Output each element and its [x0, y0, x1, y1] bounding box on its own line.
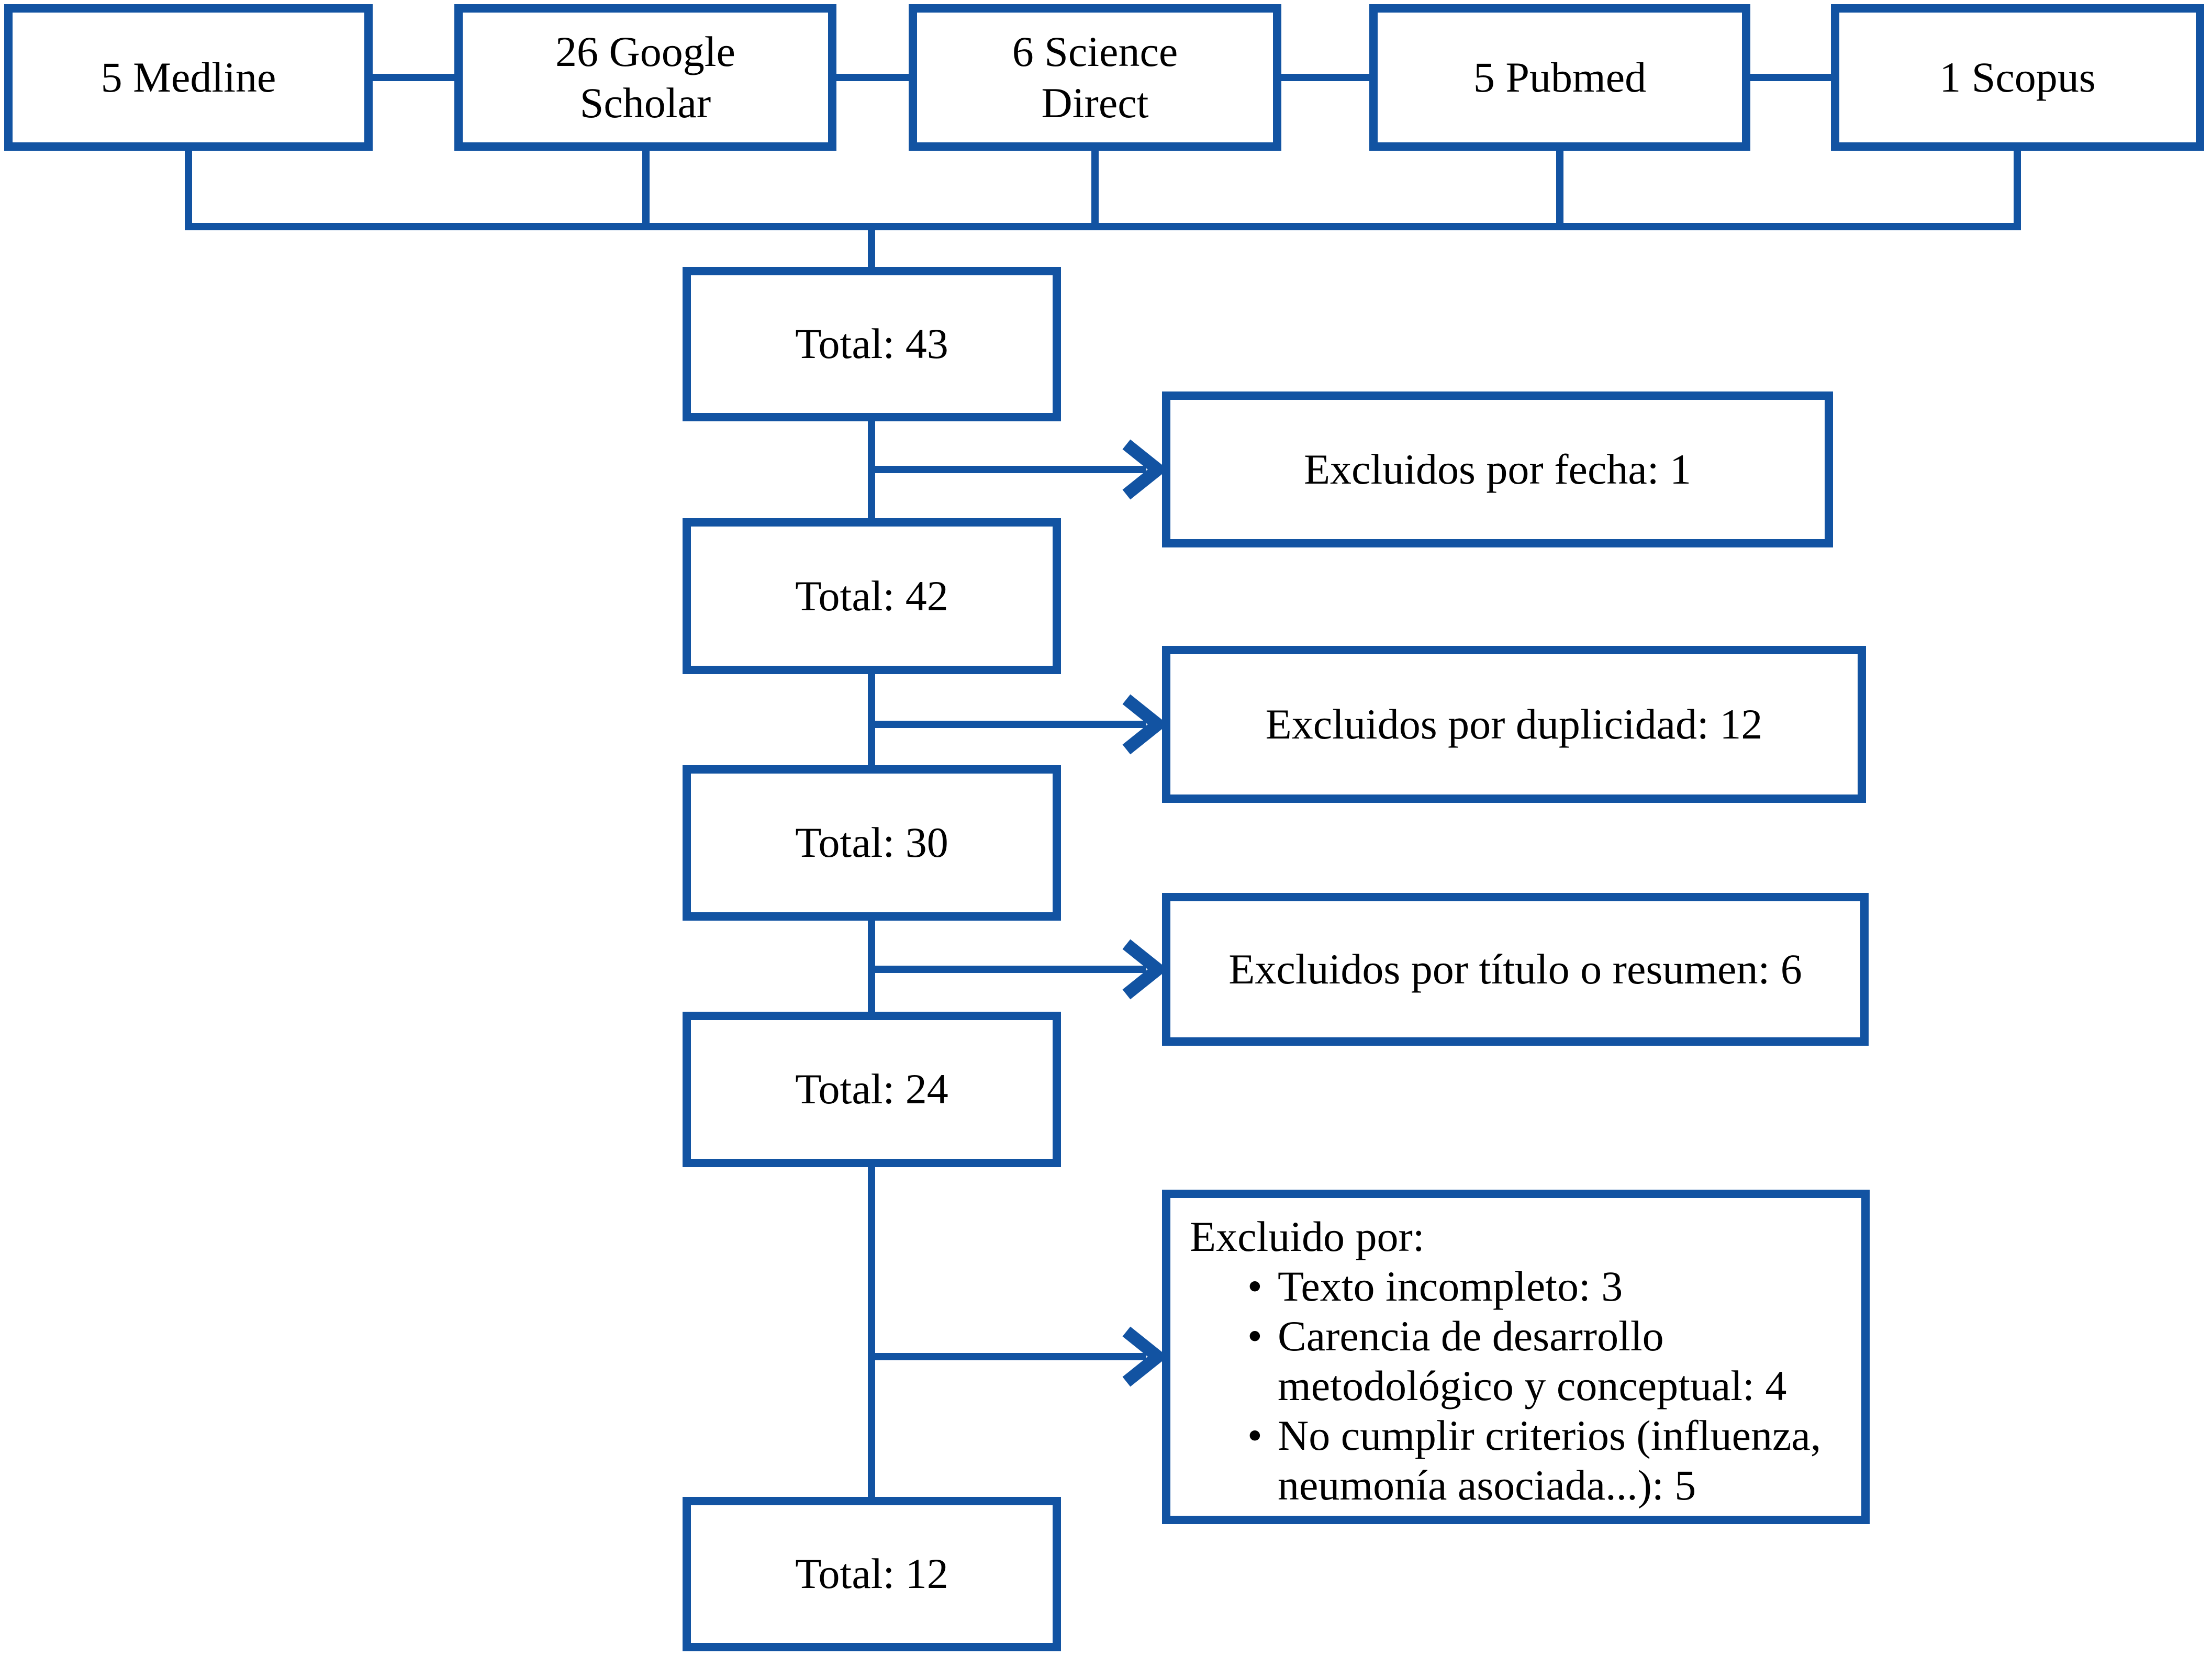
total-box-12: Total: 12	[683, 1497, 1061, 1651]
exclusion-item-no-cumplir-criterios: • No cumplir criterios (influenza, neumon…	[1247, 1411, 1846, 1510]
exclusion-box-titulo-resumen: Excluidos por título o resumen: 6	[1162, 893, 1869, 1046]
source-box-pubmed: 5 Pubmed	[1369, 4, 1750, 151]
total-box-24: Total: 24	[683, 1012, 1061, 1167]
source-box-scopus: 1 Scopus	[1831, 4, 2204, 151]
total-label-42: Total: 42	[795, 572, 948, 620]
total-label-43: Total: 43	[795, 320, 948, 368]
arrowhead-icon-4	[1122, 1326, 1168, 1387]
bullet-icon: •	[1247, 1412, 1263, 1459]
source-label-science-direct: 6 Science Direct	[1012, 27, 1178, 127]
exclusion-label-titulo-resumen: Excluidos por título o resumen: 6	[1228, 945, 1802, 993]
exclusion-box-fecha: Excluidos por fecha: 1	[1162, 391, 1833, 547]
bullet-icon: •	[1247, 1262, 1263, 1310]
exclusion-label-duplicidad: Excluidos por duplicidad: 12	[1265, 700, 1763, 748]
source-box-medline: 5 Medline	[4, 4, 373, 151]
total-box-43: Total: 43	[683, 267, 1061, 421]
arrowhead-icon-2	[1122, 694, 1168, 755]
source-box-google-scholar: 26 Google Scholar	[454, 4, 836, 151]
arrowhead-icon-3	[1122, 939, 1168, 1000]
total-label-24: Total: 24	[795, 1065, 948, 1113]
total-box-30: Total: 30	[683, 765, 1061, 921]
exclusion-box-detalle: Excluido por: • Texto incompleto: 3 • Care…	[1162, 1190, 1870, 1524]
source-box-science-direct: 6 Science Direct	[909, 4, 1281, 151]
exclusion-box-duplicidad: Excluidos por duplicidad: 12	[1162, 646, 1866, 803]
exclusion-item-text: Texto incompleto: 3	[1278, 1262, 1623, 1310]
bullet-icon: •	[1247, 1312, 1263, 1360]
exclusion-detail-title: Excluido por:	[1190, 1213, 1425, 1260]
source-label-scopus: 1 Scopus	[1939, 53, 2096, 101]
total-label-12: Total: 12	[795, 1550, 948, 1598]
source-label-pubmed: 5 Pubmed	[1473, 53, 1647, 101]
total-box-42: Total: 42	[683, 518, 1061, 674]
exclusion-item-texto-incompleto: • Texto incompleto: 3	[1247, 1261, 1846, 1311]
exclusion-label-fecha: Excluidos por fecha: 1	[1303, 445, 1692, 493]
exclusion-item-carencia-desarrollo: • Carencia de desarrollo metodológico y c…	[1247, 1311, 1846, 1411]
total-label-30: Total: 30	[795, 819, 948, 867]
source-label-medline: 5 Medline	[100, 53, 276, 101]
exclusion-item-text: No cumplir criterios (influenza, neumoní…	[1278, 1412, 1822, 1509]
arrowhead-icon-1	[1122, 439, 1168, 500]
exclusion-item-text: Carencia de desarrollo metodológico y co…	[1278, 1312, 1787, 1409]
source-label-google-scholar: 26 Google Scholar	[555, 27, 735, 127]
